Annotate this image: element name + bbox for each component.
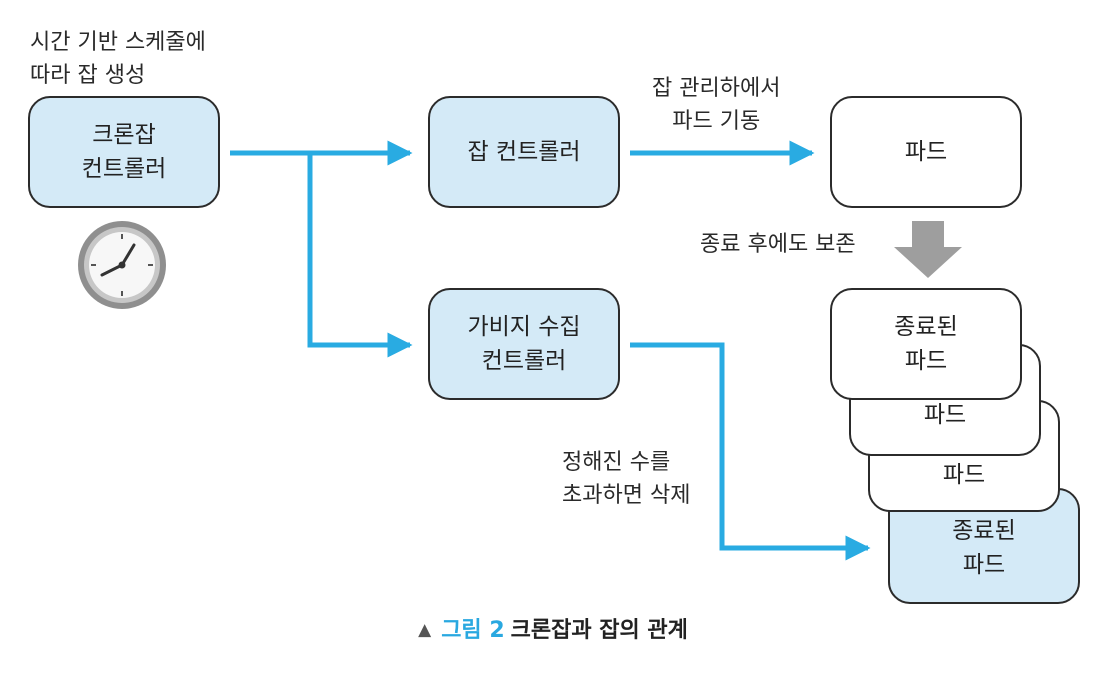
cronjob-controller-box: 크론잡 컨트롤러 (28, 96, 220, 208)
pod-box: 파드 (830, 96, 1022, 208)
note-delete-over-limit: 정해진 수를 초과하면 삭제 (562, 450, 691, 508)
retain-down-arrow (894, 221, 962, 278)
figure-title: 크론잡과 잡의 관계 (510, 618, 688, 643)
arrow-gc-to-deleted-pod (630, 342, 871, 561)
arrow-cronjob-to-gc (307, 153, 413, 358)
job-controller-box: 잡 컨트롤러 (428, 96, 620, 208)
triangle-up-icon: ▲ (418, 620, 432, 640)
clock-icon (78, 221, 166, 309)
note-cronjob-schedule: 시간 기반 스케줄에 따라 잡 생성 (30, 30, 206, 88)
note-retained-after-finish: 종료 후에도 보존 (700, 232, 856, 257)
gc-controller-box: 가비지 수집 컨트롤러 (428, 288, 620, 400)
finished-pod-box: 종료된 파드 (830, 288, 1022, 400)
figure-number: 그림 2 (441, 618, 505, 643)
note-job-manages-pod: 잡 관리하에서 파드 기동 (652, 76, 781, 134)
